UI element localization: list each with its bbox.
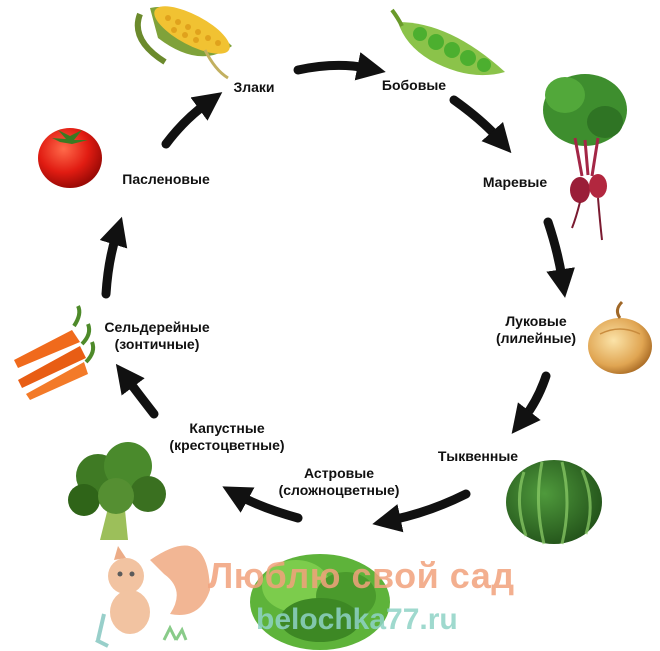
label-selderejnye: Сельдерейные (зонтичные) [104,319,209,353]
label-bobovye: Бобовые [382,77,446,94]
label-marevye: Маревые [483,174,547,191]
watermark-url: belochka77.ru [256,603,458,637]
arrow-6 [240,496,298,518]
carrot-icon [14,306,93,400]
arrow-9 [166,104,206,144]
corn-icon [138,0,236,78]
arrow-8 [106,236,116,294]
broccoli-icon [68,442,166,540]
tomato-icon [38,128,102,188]
watermelon-icon [506,460,602,544]
peas-icon [392,10,505,75]
label-astrovye: Астровые (сложноцветные) [279,465,400,499]
arrow-7 [128,380,154,414]
arrow-1 [298,65,366,70]
onion-icon [588,302,652,374]
arrow-5 [392,494,466,520]
label-paslenovye: Пасленовые [122,171,210,188]
squirrel-logo-icon [96,545,210,646]
arrow-2 [454,100,498,138]
label-zlaki: Злаки [233,79,274,96]
beet-icon [543,74,627,240]
label-tykvennye: Тыквенные [438,448,518,465]
label-lukovye: Луковые (лилейные) [496,313,576,347]
arrow-4 [524,376,546,418]
label-kapustnye: Капустные (крестоцветные) [169,420,284,454]
arrow-3 [548,222,562,278]
watermark-title: Люблю свой сад [208,555,515,597]
